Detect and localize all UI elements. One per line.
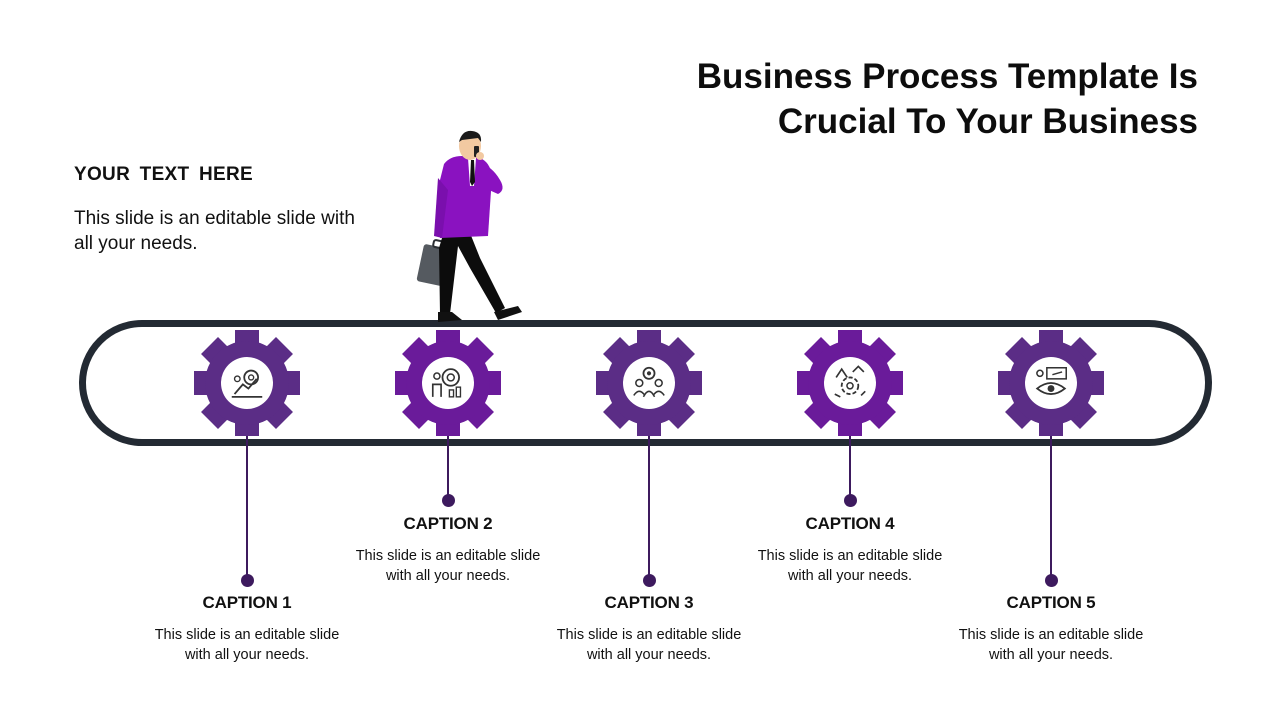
step-gear-3 [596, 330, 702, 436]
step-caption-1: CAPTION 1 [202, 593, 292, 612]
step-text-2: This slide is an editable slide with all… [355, 548, 541, 584]
step-gear-1 [194, 330, 300, 436]
step-connector-2 [447, 436, 449, 500]
step-dot-5 [1044, 574, 1058, 587]
step-caption-4: CAPTION 4 [805, 514, 895, 533]
process-track [79, 320, 1212, 446]
step-dot-4 [843, 494, 857, 507]
intro-body: This slide is an editable slide with all… [74, 208, 355, 254]
step-caption-5: CAPTION 5 [1006, 593, 1096, 612]
step-dot-1 [240, 574, 254, 587]
step-gear-5 [998, 330, 1104, 436]
slide-title: Business Process Template Is Crucial To … [697, 54, 1198, 144]
step-text-1: This slide is an editable slide with all… [154, 627, 340, 663]
step-dot-2 [441, 494, 455, 507]
intro-heading: YOUR TEXT HERE [74, 164, 253, 185]
step-text-4: This slide is an editable slide with all… [757, 548, 943, 584]
title-line-2: Crucial To Your Business [777, 102, 1198, 141]
title-line-1: Business Process Template Is [696, 57, 1198, 96]
step-connector-1 [246, 436, 248, 580]
step-gear-4 [797, 330, 903, 436]
step-dot-3 [642, 574, 656, 587]
businessman-illustration [416, 130, 522, 322]
step-caption-3: CAPTION 3 [604, 593, 694, 612]
step-text-5: This slide is an editable slide with all… [958, 627, 1144, 663]
step-text-3: This slide is an editable slide with all… [556, 627, 742, 663]
step-connector-4 [849, 436, 851, 500]
step-gear-2 [395, 330, 501, 436]
step-connector-3 [648, 436, 650, 580]
step-connector-5 [1050, 436, 1052, 580]
step-caption-2: CAPTION 2 [403, 514, 493, 533]
